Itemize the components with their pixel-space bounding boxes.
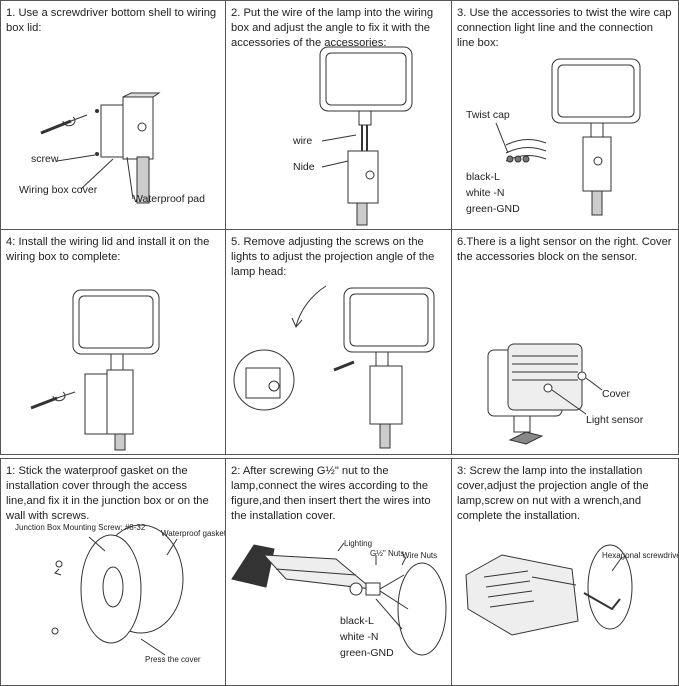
cover-label: Cover — [602, 388, 631, 400]
step-1-panel: 1. Use a screwdriver bottom shell to wir… — [0, 0, 226, 230]
step-9-panel: 3: Screw the lamp into the installation … — [451, 458, 679, 686]
wiring-box-illustration — [40, 92, 161, 204]
step-4-panel: 4: Install the wiring lid and install it… — [0, 229, 226, 455]
step-8-panel: 2: After screwing G½" nut to the lamp,co… — [225, 458, 452, 686]
lighting-label: Lighting — [344, 539, 373, 548]
black-l-label: black-L — [466, 171, 500, 183]
light-sensor-label: Light sensor — [586, 414, 644, 426]
step-6-caption: 6.There is a light sensor on the right. … — [457, 236, 672, 263]
wiring-box-cover-label: Wiring box cover — [19, 184, 98, 196]
nut-wiring-illustration — [231, 542, 447, 656]
step-9-caption: 3: Screw the lamp into the installation … — [457, 465, 649, 522]
green-gnd-label-2: green-GND — [340, 647, 394, 659]
nide-label: Nide — [293, 161, 315, 173]
mounting-screw-label: Junction Box Mounting Screw: #8-32 — [15, 523, 146, 532]
screw-label: screw — [31, 153, 59, 165]
step-6-panel: 6.There is a light sensor on the right. … — [451, 229, 679, 455]
final-install-illustration — [465, 544, 633, 636]
step-2-caption: 2. Put the wire of the lamp into the wir… — [231, 7, 434, 49]
press-cover-label: Press the cover — [145, 655, 201, 664]
lamp-wiring-illustration — [319, 46, 413, 226]
wire-nuts-label: Wire Nuts — [402, 551, 438, 560]
step-7-panel: 1: Stick the waterproof gasket on the in… — [0, 458, 226, 686]
green-gnd-label: green-GND — [466, 203, 520, 215]
twist-cap-illustration — [495, 58, 641, 216]
step-3-panel: 3. Use the accessories to twist the wire… — [451, 0, 679, 230]
light-sensor-illustration — [487, 343, 603, 445]
wire-label: wire — [293, 135, 313, 147]
step-1-caption: 1. Use a screwdriver bottom shell to wir… — [6, 7, 217, 34]
white-n-label: white -N — [466, 187, 505, 199]
black-l-label-2: black-L — [340, 615, 374, 627]
twist-cap-label: Twist cap — [466, 109, 510, 121]
hex-screwdriver-label: Hexagonal screwdriver — [602, 551, 679, 560]
step-3-caption: 3. Use the accessories to twist the wire… — [457, 7, 672, 49]
step-5-panel: 5. Remove adjusting the screws on the li… — [225, 229, 452, 455]
step-5-caption: 5. Remove adjusting the screws on the li… — [231, 236, 435, 278]
step-8-caption: 2: After screwing G½" nut to the lamp,co… — [231, 465, 431, 522]
white-n-label-2: white -N — [340, 631, 379, 643]
step-4-caption: 4: Install the wiring lid and install it… — [6, 236, 210, 263]
g-nuts-label: G½" Nuts — [370, 549, 405, 558]
step-2-panel: 2. Put the wire of the lamp into the wir… — [225, 0, 452, 230]
gasket-illustration — [51, 524, 184, 656]
adjust-angle-illustration — [233, 285, 435, 449]
waterproof-pad-label: Waterproof pad — [133, 193, 205, 205]
step-7-caption: 1: Stick the waterproof gasket on the in… — [6, 465, 209, 522]
wiring-lid-illustration — [30, 289, 160, 451]
waterproof-gasket-label: Waterproof gasket — [161, 529, 226, 538]
